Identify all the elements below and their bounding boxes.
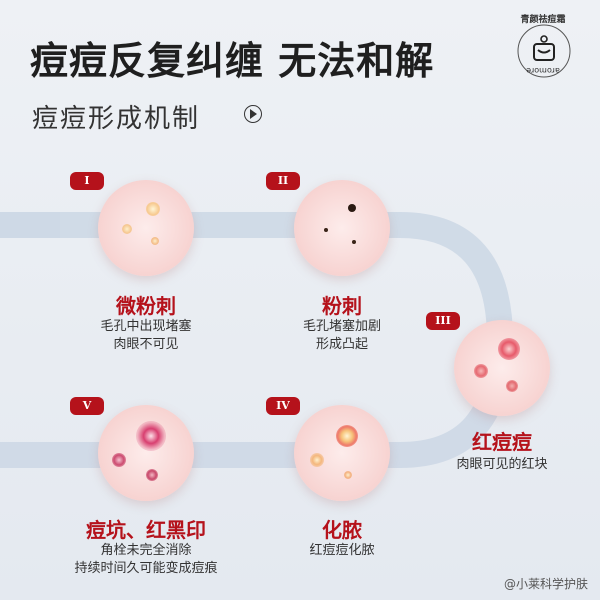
stage-2-desc: 毛孔堵塞加剧 形成凸起 bbox=[272, 318, 412, 354]
stage-4-badge: IV bbox=[266, 397, 300, 415]
logo-top-text: 青颜祛痘霜 bbox=[520, 15, 566, 25]
stage-2-badge: II bbox=[266, 172, 300, 190]
stage-1-desc-line1: 毛孔中出现堵塞 bbox=[100, 319, 192, 334]
stage-4-desc-line1: 红痘痘化脓 bbox=[309, 543, 375, 558]
stage-3-circle bbox=[454, 320, 550, 416]
stage-3-name: 红痘痘 bbox=[472, 430, 532, 454]
stage-2-desc-line1: 毛孔堵塞加剧 bbox=[302, 319, 381, 334]
page-subtitle: 痘痘形成机制 bbox=[32, 104, 201, 134]
stage-2-circle bbox=[294, 180, 390, 276]
stage-1-desc: 毛孔中出现堵塞 肉眼不可见 bbox=[76, 318, 216, 354]
stage-3-badge: III bbox=[426, 312, 460, 330]
stage-1-circle bbox=[98, 180, 194, 276]
stage-4-circle bbox=[294, 405, 390, 501]
stage-4-name: 化脓 bbox=[322, 518, 362, 542]
brand-logo-icon bbox=[517, 24, 571, 78]
stage-5-badge: V bbox=[70, 397, 104, 415]
stage-5-name: 痘坑、红黑印 bbox=[86, 518, 206, 542]
stage-1-desc-line2: 肉眼不可见 bbox=[113, 337, 179, 352]
stage-5-desc: 角栓未完全消除 持续时间久可能变成痘痕 bbox=[46, 542, 246, 578]
play-icon[interactable] bbox=[244, 105, 262, 123]
stage-1-name: 微粉刺 bbox=[116, 294, 176, 318]
stage-4-desc: 红痘痘化脓 bbox=[272, 542, 412, 560]
logo-bottom-text: aromore bbox=[526, 66, 560, 75]
stage-5-desc-line1: 角栓未完全消除 bbox=[100, 543, 192, 558]
stage-2-desc-line2: 形成凸起 bbox=[315, 337, 368, 352]
stage-2-name: 粉刺 bbox=[322, 294, 362, 318]
stage-1-badge: I bbox=[70, 172, 104, 190]
watermark: @小莱科学护肤 bbox=[503, 577, 588, 591]
stage-3-desc: 肉眼可见的红块 bbox=[432, 456, 572, 474]
stage-5-circle bbox=[98, 405, 194, 501]
page-title: 痘痘反复纠缠 无法和解 bbox=[30, 39, 435, 83]
stage-5-desc-line2: 持续时间久可能变成痘痕 bbox=[74, 561, 218, 576]
stage-3-desc-line1: 肉眼可见的红块 bbox=[456, 457, 548, 472]
